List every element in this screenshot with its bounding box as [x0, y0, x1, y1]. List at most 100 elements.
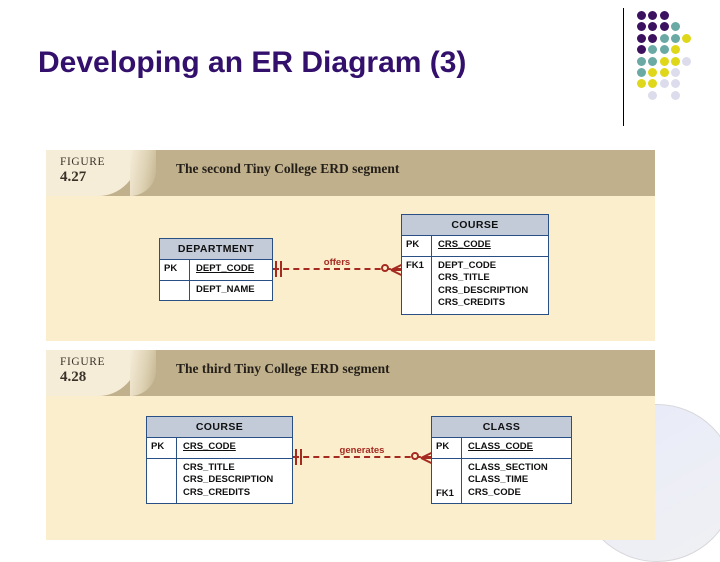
entity-attribute: CRS_CODE — [468, 486, 521, 498]
decorative-dot — [670, 79, 680, 89]
figure-caption: The third Tiny College ERD segment — [176, 361, 390, 376]
entity-section-attrs: FK1 CLASS_SECTION CLASS_TIME CRS_CODE — [432, 458, 571, 504]
entity-title: COURSE — [402, 215, 548, 236]
entity-attr-list: CLASS_CODE — [462, 438, 571, 458]
decorative-dot — [648, 90, 658, 100]
entity-attribute: DEPT_CODE — [196, 263, 255, 274]
cardinality-one-and-only-one — [273, 261, 285, 277]
entity-attribute: CRS_CREDITS — [438, 297, 506, 309]
entity-attribute: CLASS_SECTION — [468, 461, 548, 473]
decorative-dot — [670, 45, 680, 55]
entity-attribute: CRS_DESCRIPTION — [183, 474, 274, 486]
entity-attr-list: DEPT_NAME — [190, 281, 272, 301]
entity-department[interactable]: DEPARTMENT PK DEPT_CODE DEPT_NAME — [159, 238, 273, 302]
cardinality-one-and-only-one — [293, 449, 305, 465]
decorative-dot — [648, 11, 658, 20]
decorative-dot — [670, 90, 680, 100]
decorative-dot — [670, 22, 680, 32]
entity-section-attrs: FK1 DEPT_CODE CRS_TITLE CRS_DESCRIPTION … — [402, 256, 548, 314]
entity-attribute: CRS_TITLE — [438, 272, 490, 284]
figure-header-tab-curve — [130, 350, 156, 396]
entity-key-label: FK1 — [432, 458, 462, 504]
relationship-line — [273, 268, 401, 270]
entity-attribute: DEPT_CODE — [438, 259, 497, 271]
decorative-dot — [659, 22, 669, 32]
entity-attr-list: CRS_TITLE CRS_DESCRIPTION CRS_CREDITS — [177, 459, 292, 504]
entity-attr-list: DEPT_CODE — [190, 260, 272, 280]
figure-label-word: FIGURE — [60, 356, 106, 368]
decorative-dot — [659, 11, 669, 20]
entity-attribute: CRS_CODE — [183, 441, 236, 452]
entity-key-label — [147, 458, 177, 504]
optional-circle-icon — [381, 264, 389, 272]
entity-key-label: PK — [147, 438, 177, 458]
decorative-dot — [670, 56, 680, 66]
figure-label: FIGURE 4.28 — [60, 356, 105, 386]
figure-header: FIGURE 4.27 The second Tiny College ERD … — [46, 150, 655, 196]
decorative-dot — [648, 56, 658, 66]
relationship-offers[interactable]: offers — [273, 254, 403, 284]
decorative-dot — [670, 68, 680, 77]
entity-attribute: CRS_DESCRIPTION — [438, 284, 529, 296]
entity-attribute: CRS_CREDITS — [183, 486, 251, 498]
decorative-dot — [648, 22, 658, 32]
entity-class[interactable]: CLASS PK CLASS_CODE FK1 CLASS_SECTION CL… — [431, 416, 572, 505]
decorative-dot — [637, 22, 646, 32]
decorative-dot — [648, 79, 658, 89]
figure-header: FIGURE 4.28 The third Tiny College ERD s… — [46, 350, 655, 396]
figure-block-428: FIGURE 4.28 The third Tiny College ERD s… — [46, 350, 655, 540]
cardinality-zero-or-many — [381, 260, 403, 278]
decorative-dot — [637, 79, 646, 89]
decorative-dot — [637, 56, 646, 66]
entity-attr-list: DEPT_CODE CRS_TITLE CRS_DESCRIPTION CRS_… — [432, 257, 548, 314]
decorative-dot — [659, 33, 669, 43]
slide-canvas: Developing an ER Diagram (3) FIGURE 4.27… — [38, 8, 720, 562]
entity-attribute: CLASS_CODE — [468, 441, 533, 452]
figure-header-tab-curve — [130, 150, 156, 196]
figure-body: DEPARTMENT PK DEPT_CODE DEPT_NAME — [46, 196, 655, 341]
relationship-generates[interactable]: generates — [293, 442, 433, 472]
figure-label-number: 4.27 — [60, 169, 87, 186]
entity-section-attrs: CRS_TITLE CRS_DESCRIPTION CRS_CREDITS — [147, 458, 292, 504]
entity-attribute: CRS_TITLE — [183, 461, 235, 473]
decorative-dot — [659, 45, 669, 55]
vertical-divider — [623, 8, 624, 126]
entity-course[interactable]: COURSE PK CRS_CODE FK1 DEPT_CODE CRS_TIT… — [401, 214, 549, 315]
figure-label-number: 4.28 — [60, 369, 87, 386]
entity-key-label: PK — [432, 438, 462, 458]
entity-title: CLASS — [432, 417, 571, 438]
decorative-dot — [659, 79, 669, 89]
decorative-dot — [682, 33, 692, 43]
entity-key-label: PK — [160, 260, 190, 280]
entity-section-pk: PK CRS_CODE — [402, 236, 548, 257]
figure-label-word: FIGURE — [60, 156, 106, 168]
cardinality-zero-or-many — [411, 448, 433, 466]
figure-caption: The second Tiny College ERD segment — [176, 161, 400, 176]
entity-attr-list: CRS_CODE — [177, 438, 292, 458]
decorative-dot — [648, 68, 658, 77]
entity-title: COURSE — [147, 417, 292, 438]
figure-label: FIGURE 4.27 — [60, 156, 105, 186]
entity-section-pk: PK DEPT_CODE — [160, 260, 272, 281]
decorative-dot — [637, 45, 646, 55]
entity-section-attrs: DEPT_NAME — [160, 280, 272, 301]
entity-section-pk: PK CRS_CODE — [147, 438, 292, 459]
entity-attr-list: CLASS_SECTION CLASS_TIME CRS_CODE — [462, 459, 571, 504]
entity-attribute: CLASS_TIME — [468, 474, 529, 486]
entity-attribute: DEPT_NAME — [196, 283, 255, 295]
entity-course[interactable]: COURSE PK CRS_CODE CRS_TITLE CRS_DESCRIP… — [146, 416, 293, 505]
entity-attr-list: CRS_CODE — [432, 236, 548, 256]
entity-key-label: FK1 — [402, 256, 432, 314]
entity-key-label: PK — [402, 236, 432, 256]
dot-grid-decoration — [637, 11, 707, 127]
entity-title: DEPARTMENT — [160, 239, 272, 260]
relationship-label: generates — [336, 445, 388, 456]
decorative-dot — [659, 56, 669, 66]
decorative-dot — [648, 45, 658, 55]
entity-attribute: CRS_CODE — [438, 239, 491, 250]
decorative-dot — [670, 33, 680, 43]
figure-body: COURSE PK CRS_CODE CRS_TITLE CRS_DESCRIP… — [46, 396, 655, 540]
page-title: Developing an ER Diagram (3) — [38, 46, 467, 79]
decorative-dot — [648, 33, 658, 43]
decorative-dot — [637, 68, 646, 77]
